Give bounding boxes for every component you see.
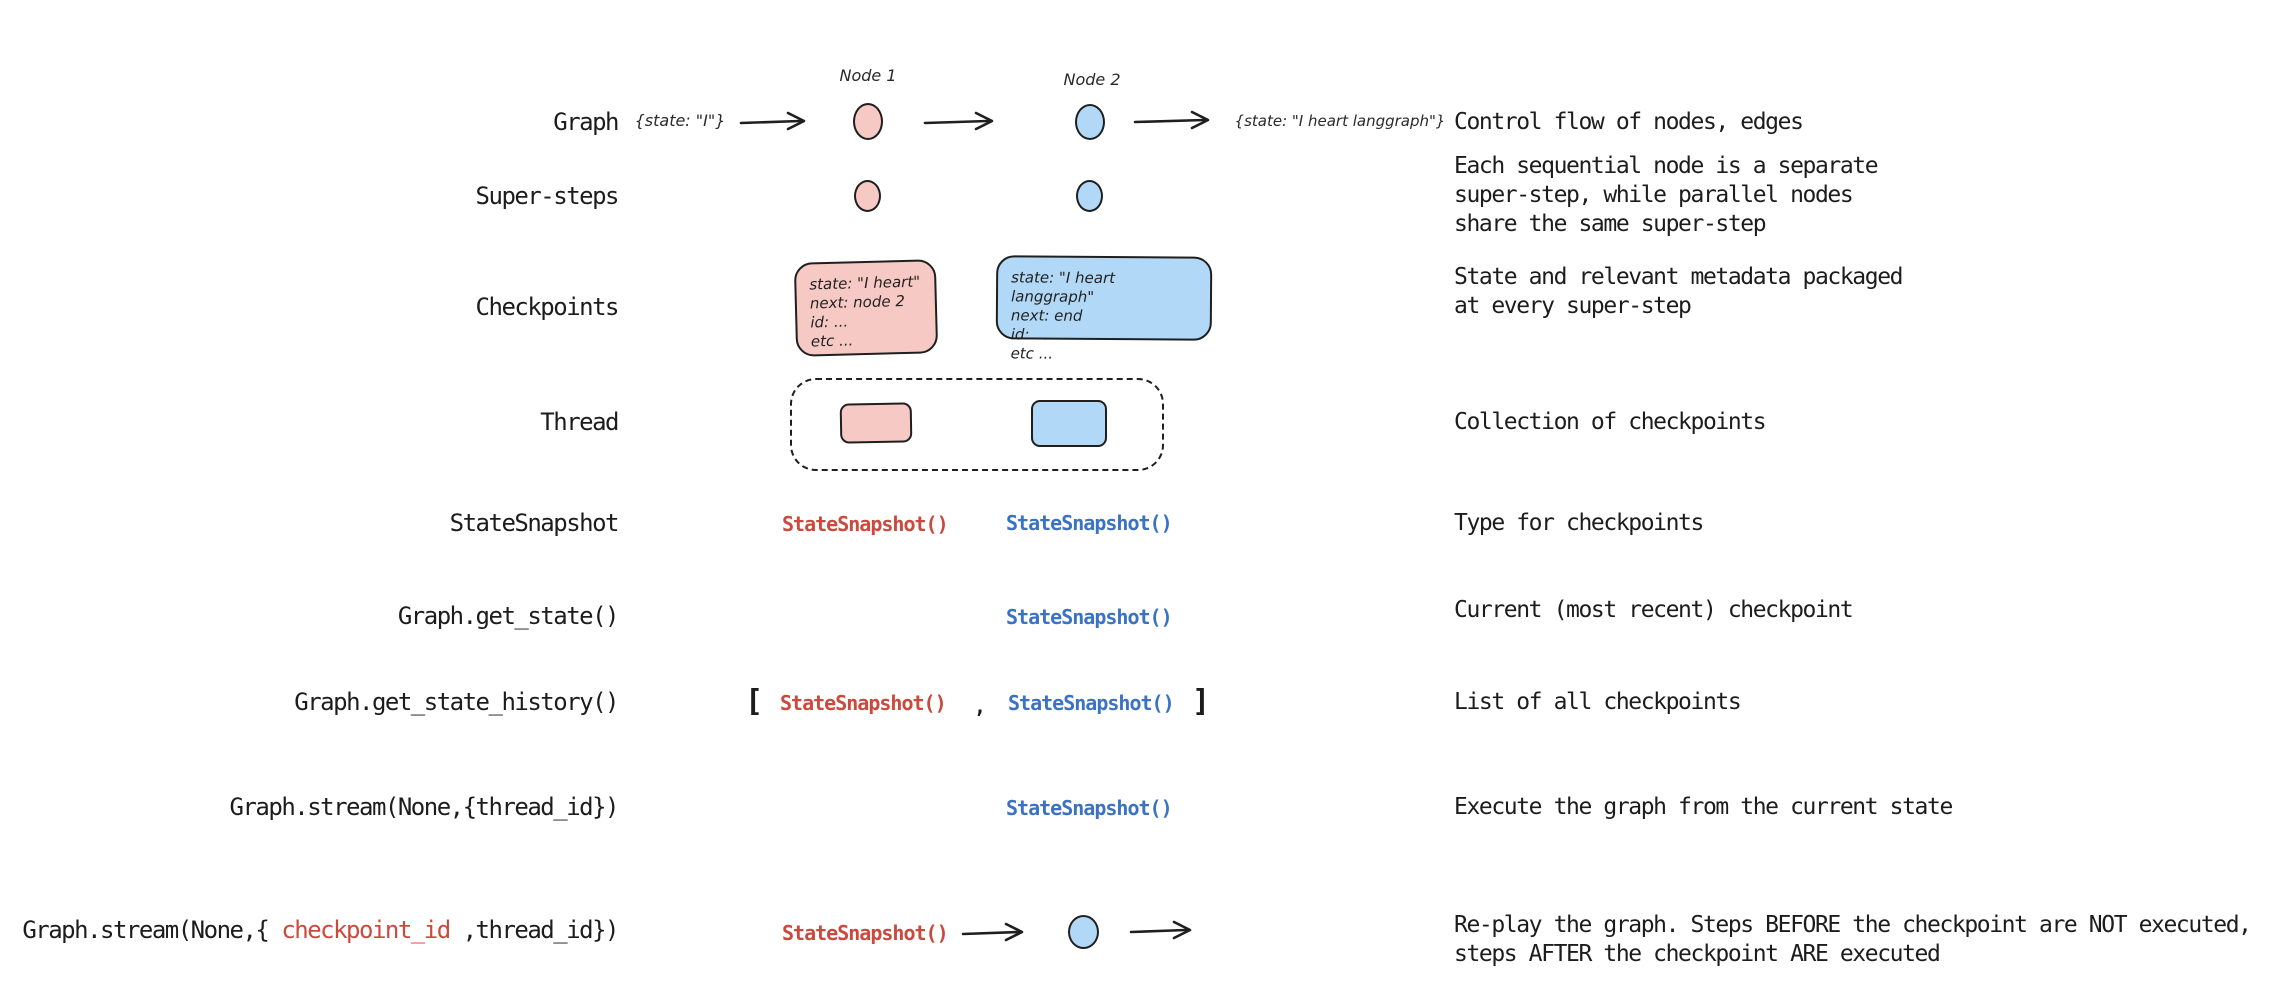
description-stream-thread: Execute the graph from the current state xyxy=(1454,794,1953,820)
list-bracket-open: [ xyxy=(745,684,764,719)
row-label-stream-thread: Graph.stream(None,{thread_id}) xyxy=(229,793,620,821)
node1-label: Node 1 xyxy=(839,66,897,85)
flow-arrow-icon xyxy=(961,922,1024,942)
label-checkpoint-id-highlight: checkpoint_id xyxy=(281,916,451,944)
thread-checkpoint-blue xyxy=(1031,400,1107,447)
row-label-get-state-history: Graph.get_state_history() xyxy=(294,688,619,716)
input-state-annotation: {state: "I"} xyxy=(634,111,726,130)
row-label-thread: Thread xyxy=(540,408,619,436)
node1-circle-pink xyxy=(853,103,883,140)
description-get-state-history: List of all checkpoints xyxy=(1454,689,1742,715)
list-bracket-close: ] xyxy=(1192,684,1211,719)
row-label-get-state: Graph.get_state() xyxy=(397,602,620,630)
row-label-super-steps: Super-steps xyxy=(475,182,620,210)
row-label-checkpoints: Checkpoints xyxy=(475,293,620,321)
description-stream-checkpoint: Re-play the graph. Steps BEFORE the chec… xyxy=(1454,912,2252,967)
snapshot-literal-blue: StateSnapshot() xyxy=(1006,511,1173,535)
node2-label: Node 2 xyxy=(1063,70,1121,89)
description-statesnapshot: Type for checkpoints xyxy=(1454,510,1704,536)
description-super-steps: Each sequential node is a separate super… xyxy=(1454,153,1879,237)
label-prefix: Graph.stream(None,{ xyxy=(22,916,282,944)
row-label-graph: Graph xyxy=(553,108,619,136)
checkpoint-card-pink: state: "I heart" next: node 2 id: ... et… xyxy=(793,259,939,357)
super-step-circle-blue xyxy=(1076,180,1103,212)
thread-checkpoint-pink xyxy=(839,402,913,444)
flow-arrow-icon xyxy=(1129,920,1192,940)
description-get-state: Current (most recent) checkpoint xyxy=(1454,597,1854,623)
description-thread: Collection of checkpoints xyxy=(1454,409,1767,435)
output-state-annotation: {state: "I heart langgraph"} xyxy=(1234,112,1446,130)
snapshot-literal-red: StateSnapshot() xyxy=(782,512,949,536)
thread-boundary xyxy=(790,378,1164,471)
super-step-circle-pink xyxy=(854,180,881,212)
snapshot-literal-blue: StateSnapshot() xyxy=(1006,605,1173,629)
row-label-stream-checkpoint: Graph.stream(None,{ checkpoint_id ,threa… xyxy=(0,915,620,945)
node2-circle-blue xyxy=(1075,104,1105,140)
snapshot-literal-red: StateSnapshot() xyxy=(780,691,947,715)
flow-arrow-icon xyxy=(739,111,806,131)
snapshot-literal-red: StateSnapshot() xyxy=(782,921,949,945)
flow-arrow-icon xyxy=(1133,110,1210,130)
snapshot-literal-blue: StateSnapshot() xyxy=(1008,691,1175,715)
description-graph: Control flow of nodes, edges xyxy=(1454,109,1804,135)
checkpoint-card-blue: state: "I heart langgraph" next: end id:… xyxy=(995,255,1213,363)
flow-arrow-icon xyxy=(923,111,994,131)
label-suffix: ,thread_id}) xyxy=(449,916,620,944)
description-checkpoints: State and relevant metadata packaged at … xyxy=(1454,264,1904,319)
snapshot-literal-blue: StateSnapshot() xyxy=(1006,796,1173,820)
replay-node-circle-blue xyxy=(1068,915,1099,949)
row-label-statesnapshot: StateSnapshot xyxy=(449,509,620,537)
list-comma: , xyxy=(974,694,987,718)
